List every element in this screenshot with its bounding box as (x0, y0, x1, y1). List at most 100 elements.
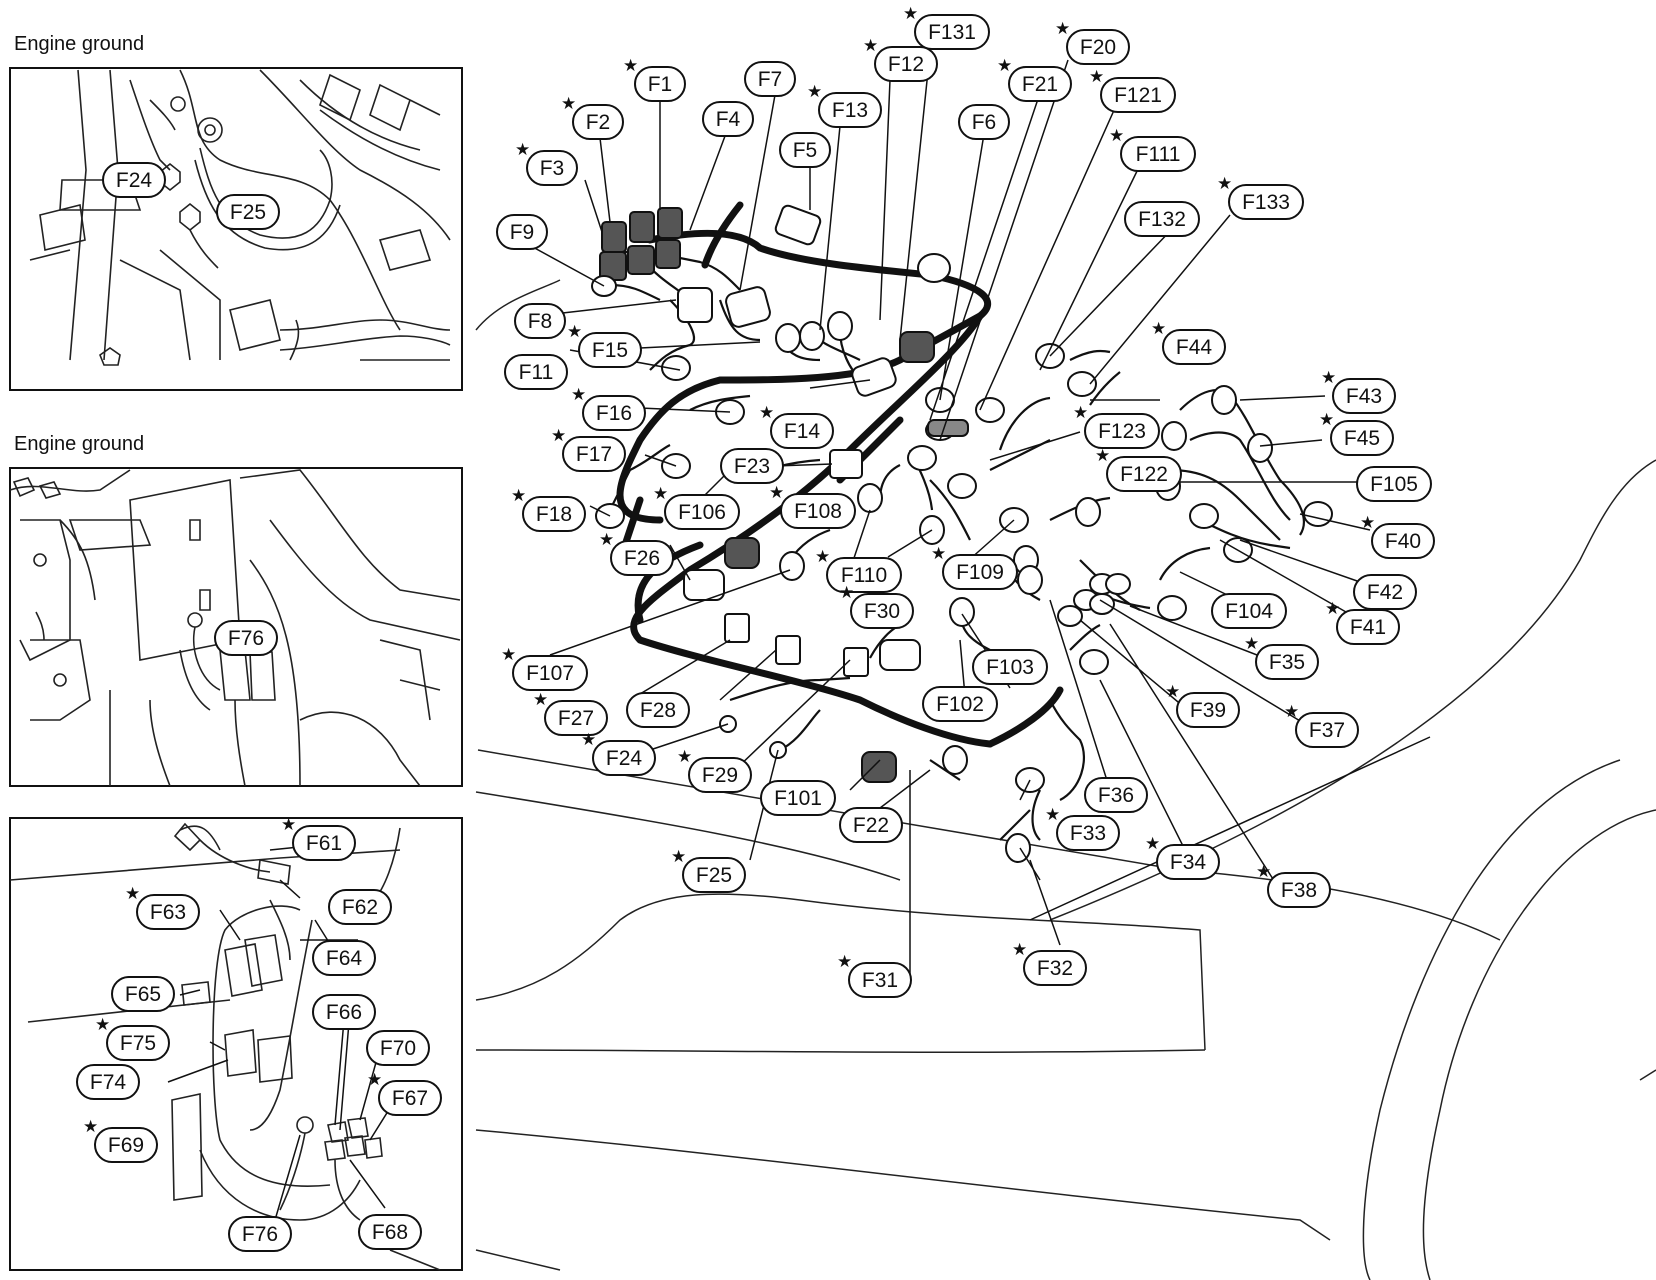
callout-f34: F34★ (1145, 834, 1220, 880)
callout-badge (744, 61, 796, 97)
star-icon: ★ (653, 484, 668, 504)
callout-label: F109 (956, 561, 1004, 584)
star-icon: ★ (903, 4, 918, 24)
callout-label: F76 (228, 627, 264, 650)
callout-label: F16 (596, 402, 632, 425)
callout-badge (874, 46, 938, 82)
callout-f74: F74 (76, 1064, 140, 1100)
callout-f24: F24 (102, 162, 166, 198)
star-icon: ★ (1284, 702, 1299, 722)
callout-badge (702, 101, 754, 137)
star-icon: ★ (863, 36, 878, 56)
callout-label: F20 (1080, 36, 1116, 59)
callout-label: F106 (678, 501, 726, 524)
callout-badge (1100, 77, 1176, 113)
callout-badge (914, 14, 990, 50)
callout-badge (592, 740, 656, 776)
callout-label: F5 (793, 139, 818, 162)
callout-badge (562, 436, 626, 472)
callout-f1: F1★ (623, 56, 686, 102)
inset-3-frame (9, 817, 463, 1271)
star-icon: ★ (1089, 67, 1104, 87)
callout-label: F13 (832, 99, 868, 122)
callout-badge (1356, 466, 1432, 502)
callout-label: F67 (392, 1087, 428, 1110)
callout-f63: F63★ (125, 884, 200, 930)
callout-badge (582, 395, 646, 431)
star-icon: ★ (551, 426, 566, 446)
callout-f44: F44★ (1151, 319, 1226, 365)
callout-badge (626, 692, 690, 728)
callout-badge (942, 554, 1018, 590)
callout-badge (1371, 523, 1435, 559)
star-icon: ★ (1055, 19, 1070, 39)
callout-badge (682, 857, 746, 893)
callout-label: F74 (90, 1071, 127, 1094)
callout-f69: F69★ (83, 1117, 158, 1163)
callout-badge (1084, 413, 1160, 449)
callout-badge (512, 655, 588, 691)
callout-badge (1353, 574, 1417, 610)
callout-badge (1228, 184, 1304, 220)
star-icon: ★ (815, 547, 830, 567)
callout-badge (214, 620, 278, 656)
callout-f8: F8 (514, 303, 566, 339)
callout-f70: F70 (366, 1030, 430, 1066)
callout-badge (572, 104, 624, 140)
callout-label: F4 (716, 108, 741, 131)
star-icon: ★ (807, 82, 822, 102)
callout-label: F6 (972, 111, 997, 134)
callout-badge (1332, 378, 1396, 414)
callout-label: F122 (1120, 463, 1168, 486)
inset-2-title: Engine ground (14, 433, 144, 455)
star-icon: ★ (1321, 368, 1336, 388)
callout-f18: F18★ (511, 486, 586, 532)
callout-f132: F132 (1124, 201, 1200, 237)
callout-label: F33 (1070, 822, 1106, 845)
star-icon: ★ (1217, 174, 1232, 194)
callout-badge (688, 757, 752, 793)
callout-f106: F106 ★ (653, 484, 740, 530)
star-icon: ★ (839, 583, 854, 603)
callout-f123: F123★ (1073, 403, 1160, 449)
callout-badge (958, 104, 1010, 140)
callout-badge (102, 162, 166, 198)
callout-label: F111 (1136, 143, 1181, 166)
star-icon: ★ (623, 56, 638, 76)
callout-label: F44 (1176, 336, 1213, 359)
main-harness: F24F25F76F61★F62F63★F64F65F66F70F75★F67★… (76, 4, 1656, 1280)
callout-f45: F45★ (1319, 410, 1394, 456)
callout-label: F21 (1022, 73, 1058, 96)
callout-f36: F36 (1084, 777, 1148, 813)
callout-label: F24 (116, 169, 153, 192)
star-icon: ★ (1244, 634, 1259, 654)
callout-label: F31 (862, 969, 898, 992)
callout-badge (1056, 815, 1120, 851)
callout-badge (1066, 29, 1130, 65)
star-icon: ★ (83, 1117, 98, 1137)
callout-f109: F109★ (931, 544, 1018, 590)
star-icon: ★ (567, 322, 582, 342)
callout-f38: F38★ (1256, 862, 1331, 908)
callout-label: F32 (1037, 957, 1073, 980)
callout-badge (136, 894, 200, 930)
callout-f131: F131★ (903, 4, 990, 50)
callout-badge (544, 700, 608, 736)
star-icon: ★ (677, 747, 692, 767)
callout-f42: F42 (1353, 574, 1417, 610)
callout-badge (760, 780, 836, 816)
callout-f40: F40★ (1360, 513, 1435, 559)
star-icon: ★ (1256, 862, 1271, 882)
star-icon: ★ (1109, 126, 1124, 146)
callout-badge (972, 649, 1048, 685)
callout-f104: F104 (1211, 593, 1287, 629)
callout-f25: F25 (216, 194, 280, 230)
callout-label: F17 (576, 443, 612, 466)
callout-label: F40 (1385, 530, 1421, 553)
callout-f22: F22 (839, 807, 903, 843)
labels-layer: F24F25F76F61★F62F63★F64F65F66F70F75★F67★… (76, 4, 1435, 1252)
callout-label: F133 (1242, 191, 1290, 214)
callout-label: F108 (794, 500, 842, 523)
callout-f37: F37★ (1284, 702, 1359, 748)
